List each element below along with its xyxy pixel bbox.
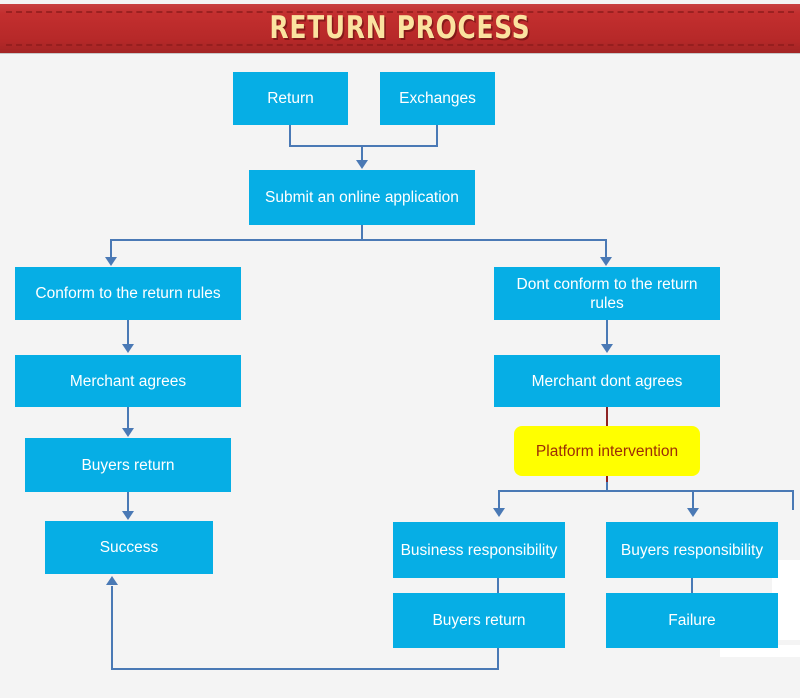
node-merchant-dont-agrees-label: Merchant dont agrees <box>531 372 683 390</box>
connector-split-right-down <box>605 239 607 259</box>
node-submit-application-label: Submit an online application <box>265 189 459 206</box>
arrow-into-business-responsibility <box>493 508 505 517</box>
node-buyers-return-left-label: Buyers return <box>81 456 175 474</box>
arrow-into-buyers-responsibility <box>687 508 699 517</box>
node-buyers-return-left[interactable]: Buyers return <box>25 438 231 492</box>
connector-platform-split-bar <box>498 490 794 492</box>
node-exchanges[interactable]: Exchanges <box>380 72 495 125</box>
node-return-label: Return <box>267 90 314 107</box>
node-business-responsibility[interactable]: Business responsibility <box>393 522 565 578</box>
connector-platform-split-right <box>792 490 794 510</box>
connector-buyers-resp-to-failure <box>691 578 693 594</box>
connector-platform-down <box>606 482 608 492</box>
connector-platform-split-left <box>498 490 500 510</box>
connector-exchanges-down <box>436 125 438 147</box>
connector-conform-to-merchant <box>127 320 129 346</box>
node-buyers-responsibility[interactable]: Buyers responsibility <box>606 522 778 578</box>
connector-platform-right-elbow <box>690 490 692 492</box>
node-dont-conform-to-return-rules[interactable]: Dont conform to the return rules <box>494 267 720 320</box>
arrow-into-merchant-agrees <box>122 344 134 353</box>
arrow-into-conform <box>105 257 117 266</box>
connector-buyers-resp-drop <box>692 490 694 510</box>
paper-edge-patch-lower <box>720 645 800 657</box>
node-buyers-responsibility-label: Buyers responsibility <box>620 541 764 559</box>
node-submit-application[interactable]: Submit an online application <box>249 170 475 225</box>
connector-business-to-buyers-return <box>497 578 499 594</box>
arrow-into-merchant-dont-agrees <box>601 344 613 353</box>
node-merchant-agrees[interactable]: Merchant agrees <box>15 355 241 407</box>
node-merchant-agrees-label: Merchant agrees <box>69 372 187 390</box>
node-exchanges-label: Exchanges <box>399 90 476 107</box>
node-conform-to-return-rules[interactable]: Conform to the return rules <box>15 267 241 320</box>
connector-merchant-no-to-platform <box>606 407 608 429</box>
node-platform-intervention[interactable]: Platform intervention <box>514 426 700 476</box>
node-failure-label: Failure <box>668 612 716 629</box>
node-failure[interactable]: Failure <box>606 593 778 648</box>
connector-return-down <box>289 125 291 147</box>
connector-merge-bar-top <box>289 145 438 147</box>
connector-split-bar <box>110 239 607 241</box>
connector-dont-conform-to-merchant-no <box>606 320 608 346</box>
connector-feedback-across <box>111 668 499 670</box>
page-title: RETURN PROCESS <box>269 10 531 46</box>
connector-merge-to-submit <box>361 145 363 162</box>
node-buyers-return-right-label: Buyers return <box>432 612 526 629</box>
node-conform-to-return-rules-label: Conform to the return rules <box>35 285 221 302</box>
connector-merchant-to-buyers-return <box>127 407 129 429</box>
node-business-responsibility-label: Business responsibility <box>400 541 558 559</box>
node-merchant-dont-agrees[interactable]: Merchant dont agrees <box>494 355 720 407</box>
node-buyers-return-right[interactable]: Buyers return <box>393 593 565 648</box>
node-success[interactable]: Success <box>45 521 213 574</box>
arrow-into-buyers-return-left <box>122 428 134 437</box>
connector-feedback-up <box>111 586 113 670</box>
connector-split-left-down <box>110 239 112 259</box>
node-success-label: Success <box>99 539 159 556</box>
connector-buyers-return-to-success <box>127 492 129 513</box>
connector-platform-down-red <box>606 474 608 484</box>
header-banner: RETURN PROCESS <box>0 4 800 53</box>
arrow-into-success <box>122 511 134 520</box>
connector-submit-down <box>361 225 363 241</box>
node-platform-intervention-label: Platform intervention <box>535 442 679 460</box>
arrow-feedback-into-success <box>106 576 118 585</box>
connector-feedback-down <box>497 648 499 670</box>
node-return[interactable]: Return <box>233 72 348 125</box>
node-dont-conform-to-return-rules-label: Dont conform to the return rules <box>516 275 698 312</box>
arrow-into-submit <box>356 160 368 169</box>
arrow-into-dont-conform <box>600 257 612 266</box>
